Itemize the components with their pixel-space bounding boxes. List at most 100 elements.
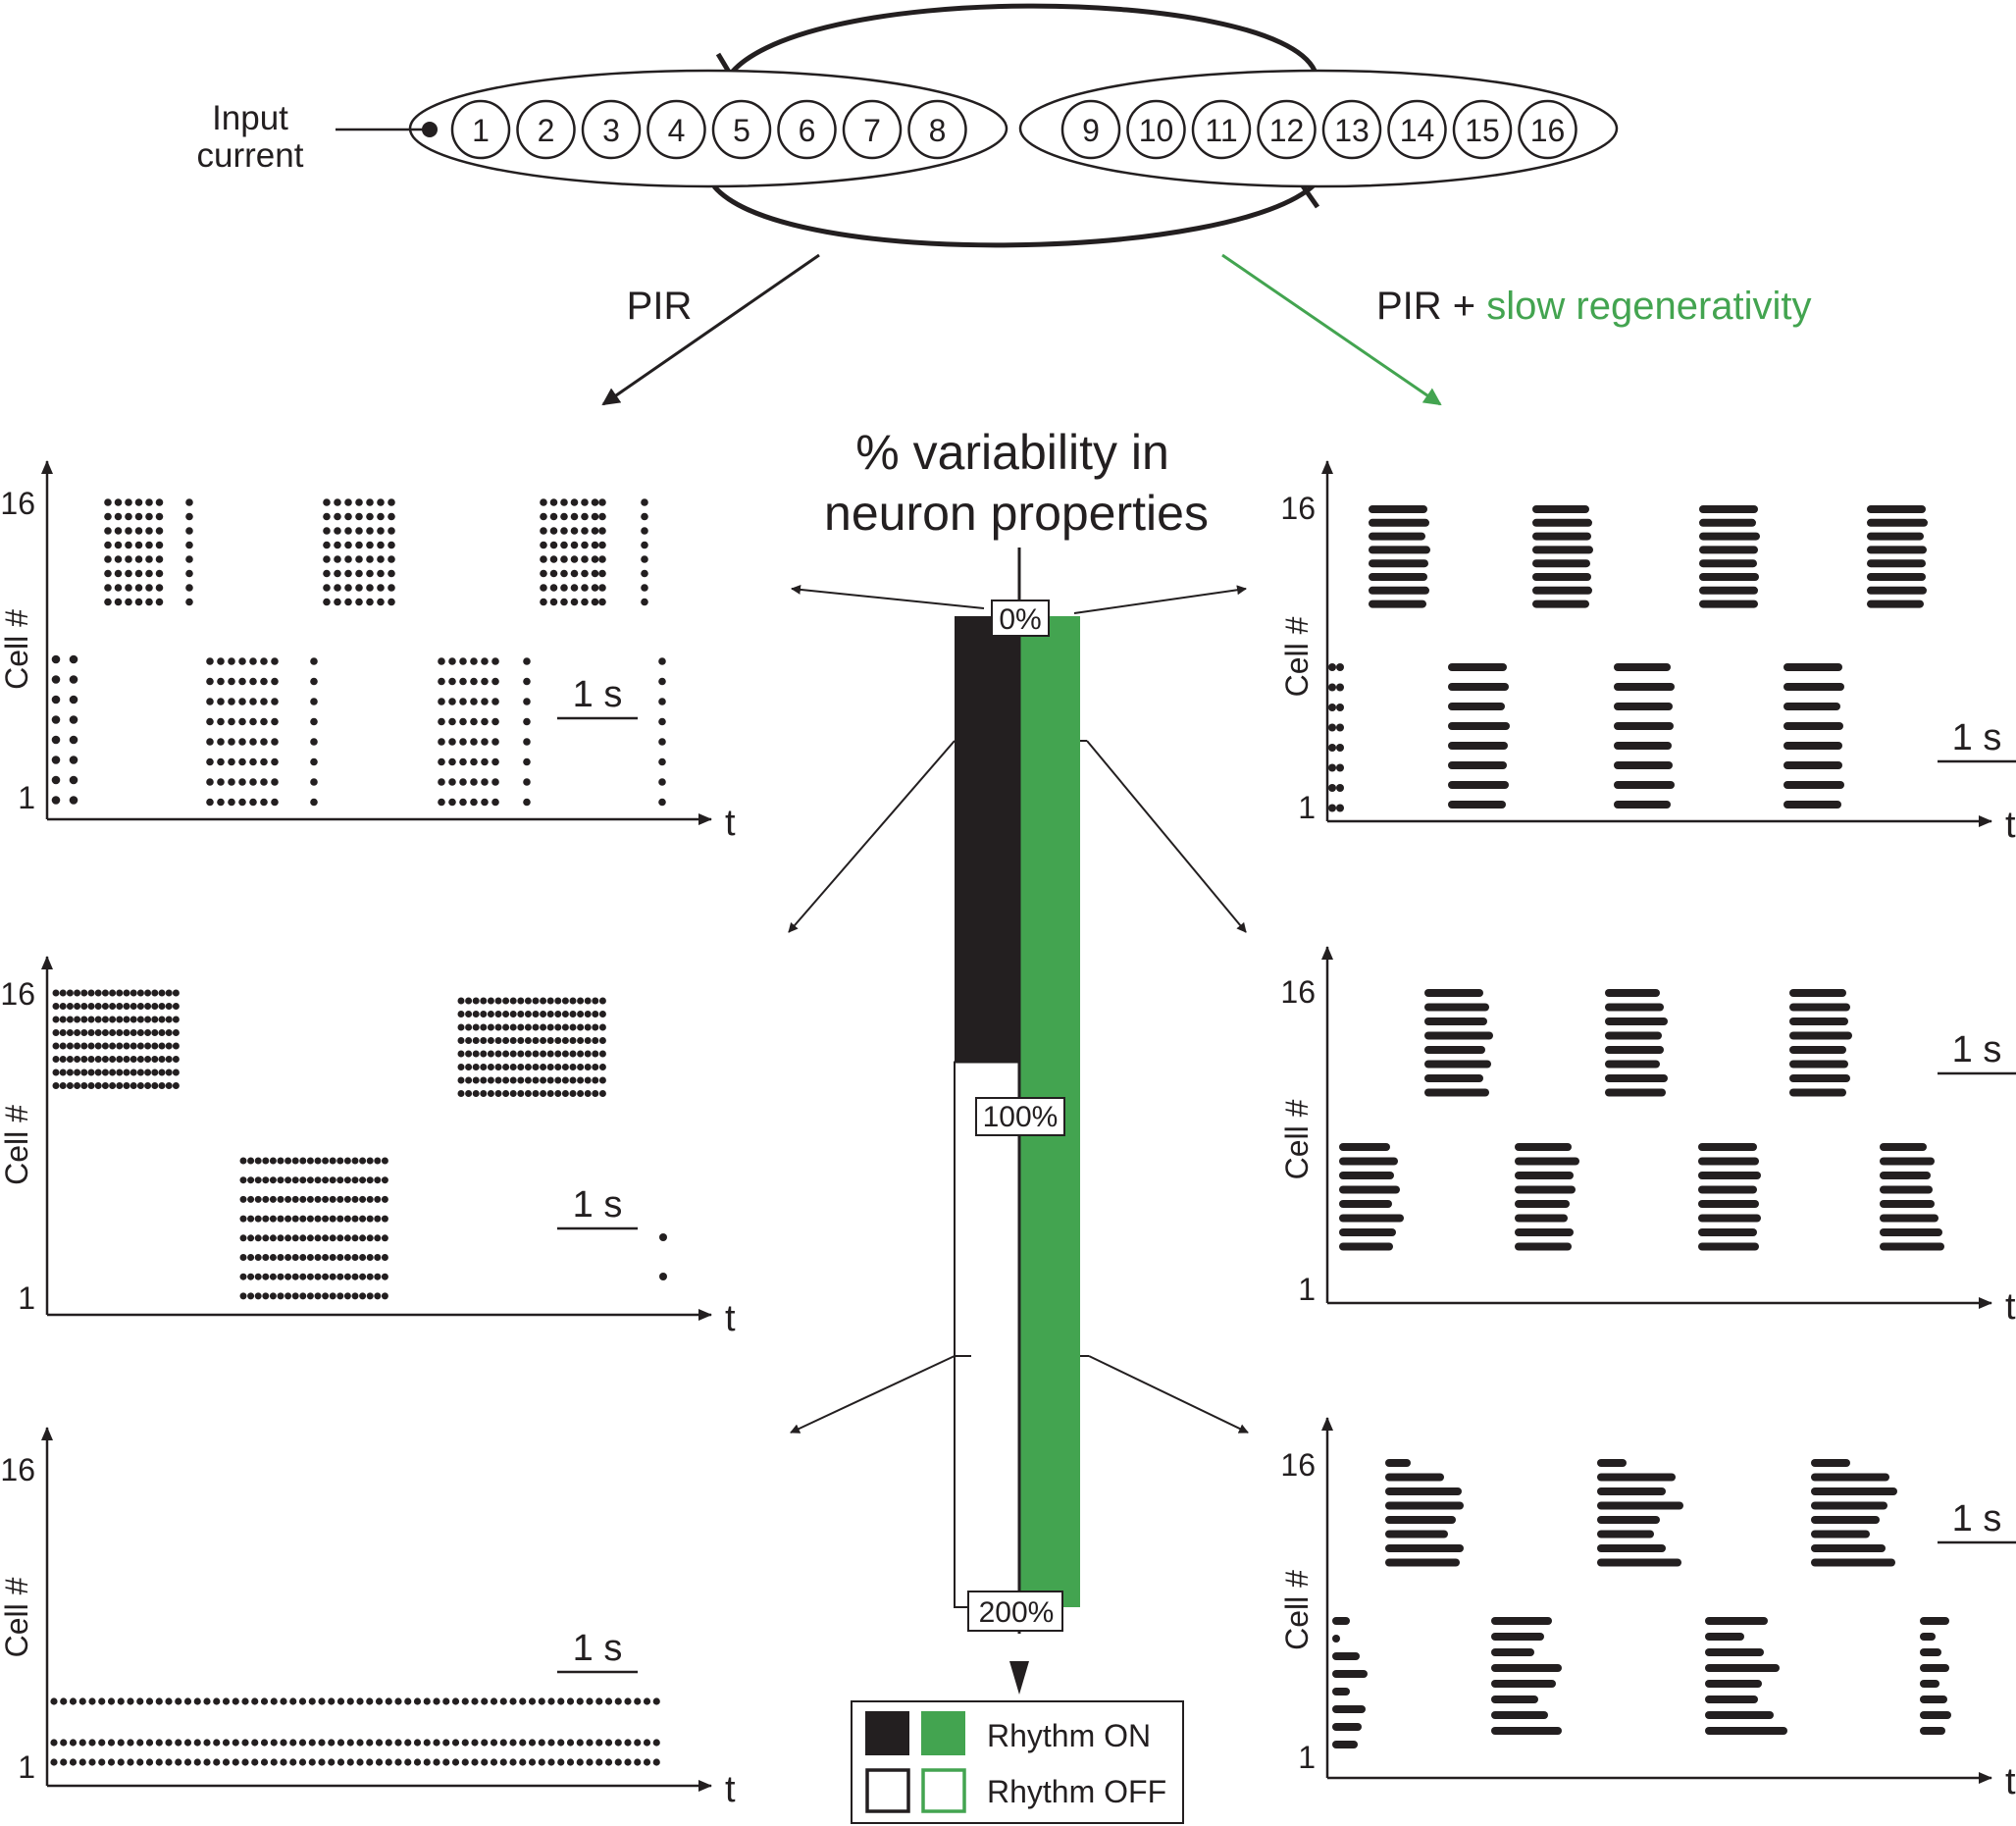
spike [457,1037,465,1044]
spike [299,1292,307,1300]
spike [94,1042,102,1050]
spike [269,1176,277,1184]
spike [158,1003,166,1010]
spike [262,1292,270,1300]
spike [247,1157,255,1165]
pir-rhythm-off-bar [954,1061,1020,1608]
spike [481,798,489,807]
cell-circle-15 [1452,99,1513,160]
spike [540,1050,547,1058]
spike [136,1042,144,1050]
spike [155,598,164,606]
spike [423,1697,431,1705]
burst-group-low [1339,1143,1404,1251]
x-axis-label: t [725,1298,736,1339]
spike [481,1697,489,1705]
spike [499,1739,507,1747]
spike [374,1234,382,1242]
spike [217,798,225,807]
spike [581,555,589,563]
spike [459,757,467,766]
spike [634,1758,642,1766]
spike [491,778,499,786]
spike [74,1003,81,1010]
spike-burst [1532,505,1589,513]
spike [310,798,318,807]
spike-burst [1698,1143,1757,1151]
spike [328,1758,336,1766]
spike [291,1157,299,1165]
spike [359,1273,367,1280]
spike [101,1082,109,1089]
spike [480,1037,488,1044]
spike [284,1273,292,1280]
spike [203,1758,211,1766]
spike [104,512,112,521]
spike [481,657,489,665]
spike [185,598,193,606]
spike-burst [1605,1031,1662,1040]
spike [80,989,88,997]
cell-label-16: 16 [1530,113,1566,148]
spike [144,1056,152,1063]
spike [491,757,499,766]
spike [271,778,279,786]
spike [206,757,214,766]
spike-burst [1880,1172,1931,1179]
spike [94,1003,102,1010]
spike [127,1697,134,1705]
spike [502,1011,510,1017]
spike [472,1076,480,1084]
legend: Rhythm ON Rhythm OFF [851,1700,1184,1824]
spike [104,584,112,592]
spike [491,698,499,705]
spike [334,512,341,521]
spike [448,757,456,766]
spike [374,1157,382,1165]
spike [524,1090,532,1097]
spike [109,1042,117,1050]
spike [134,598,143,606]
spike [125,498,132,506]
spike [193,1697,201,1705]
spike [598,1011,606,1017]
spike [577,1090,585,1097]
spike [540,555,547,563]
cell-label-9: 9 [1082,113,1100,148]
spike [87,1056,95,1063]
spike-burst [1339,1172,1394,1179]
spike [523,798,531,807]
spike [123,1029,130,1036]
spike [144,1042,152,1050]
spike [155,555,164,563]
spike [546,1064,554,1070]
burst-group-high [323,498,395,606]
spike [591,569,599,578]
spike-burst [1339,1242,1393,1251]
spike [183,1758,192,1766]
spike-burst [1880,1228,1942,1236]
y-tick-16: 16 [0,1452,35,1487]
spike-burst [1789,989,1846,997]
spike [658,677,666,686]
spike [442,1758,450,1766]
spike-burst [1811,1459,1850,1467]
input-synapse-dot [422,122,438,137]
spike [584,1011,592,1017]
spike [228,698,235,705]
spike [114,512,123,521]
spike [291,1215,299,1223]
spike [183,1739,192,1747]
spike [101,989,109,997]
spike-burst [1424,1060,1491,1069]
spike [374,1292,382,1300]
spike [1328,704,1336,711]
spike [322,1254,330,1261]
spike [388,498,395,506]
spike [270,1758,278,1766]
spike-burst [1597,1558,1681,1567]
spike [314,1273,322,1280]
pir-rhythm-on-bar [955,616,1019,1063]
spike [540,1064,547,1070]
